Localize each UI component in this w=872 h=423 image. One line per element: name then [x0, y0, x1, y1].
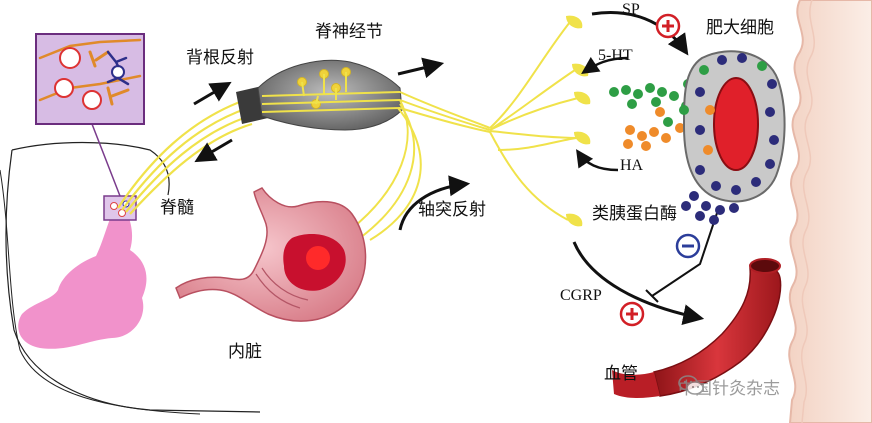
label-blood-vessel: 血管: [604, 364, 638, 384]
label-sp: SP: [622, 1, 640, 18]
synapse-zoom-contents: [38, 38, 142, 110]
cgrp-plus-sign: [619, 301, 645, 327]
ganglion-fibers: [261, 72, 401, 113]
peripheral-nerve-fibers: [399, 21, 579, 221]
tryptase-inhibition-line: [645, 209, 719, 303]
spinal-cord-outer-line: [0, 169, 201, 415]
five-ht-arrow: [581, 56, 629, 74]
blood-vessel-opening: [749, 258, 781, 274]
spinal-cord-grey-matter: [18, 200, 147, 349]
axon-reflex-arrow: [398, 175, 471, 231]
label-spinal-ganglion: 脊神经节: [315, 22, 383, 42]
ganglion-output-arrow: [397, 57, 445, 79]
sp-arrow: [591, 11, 689, 56]
label-cgrp: CGRP: [560, 287, 602, 304]
label-tryptase: 类胰蛋白酶: [592, 204, 677, 224]
mast-cell-granules: [679, 53, 779, 195]
label-mast-cell: 肥大细胞: [706, 18, 774, 38]
dorsal-root-nerve-bundle: [117, 98, 253, 215]
label-axon-reflex: 轴突反射: [418, 200, 486, 220]
wechat-logo-icon: [678, 375, 704, 395]
mast-cell-nucleus: [713, 77, 759, 171]
skin-inner-line: [800, 0, 815, 423]
stomach-fold-lines: [255, 267, 309, 309]
cgrp-arrow: [572, 241, 705, 325]
sp-plus-sign: [655, 13, 681, 39]
tryptase-minus-sign: [675, 233, 701, 259]
ha-arrow: [576, 149, 619, 172]
blood-vessel-lower: [612, 370, 660, 398]
label-spinal-cord: 脊髓: [160, 198, 194, 218]
watermark-text: 中国针灸杂志: [678, 379, 780, 399]
label-dorsal-root-reflex: 背根反射: [186, 48, 254, 68]
watermark: 中国针灸杂志: [678, 374, 780, 399]
nerve-terminals: [566, 15, 591, 227]
inset-connector-line: [91, 123, 121, 197]
spinal-ganglion: [257, 59, 403, 131]
tryptase-granules: [681, 191, 739, 225]
released-granules-green: [609, 79, 693, 127]
released-granules-orange: [623, 107, 685, 151]
dorsal-root-reflex-down-arrow: [194, 138, 233, 163]
label-ha: HA: [620, 157, 644, 174]
dorsal-root-reflex-up-arrow: [193, 81, 232, 106]
visceral-nerve-fibers: [349, 99, 422, 241]
label-viscera: 内脏: [228, 342, 262, 362]
skin-layer: [788, 0, 872, 423]
label-5-ht: 5-HT: [598, 47, 633, 64]
